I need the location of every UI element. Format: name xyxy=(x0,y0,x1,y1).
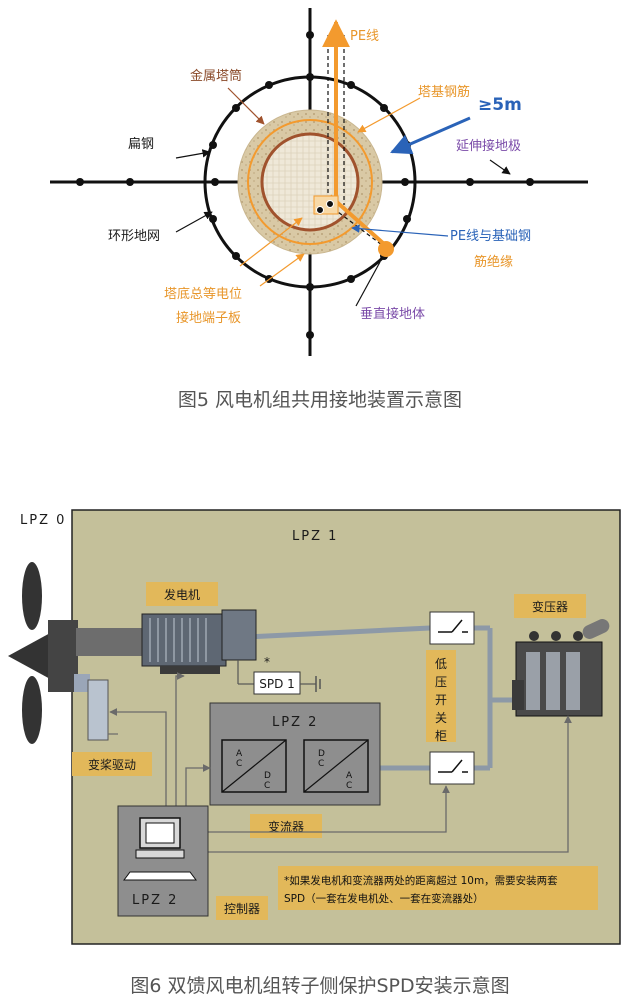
label-transformer: 变压器 xyxy=(532,599,568,614)
svg-text:C: C xyxy=(236,759,242,769)
label-pe-insulation-2: 筋绝缘 xyxy=(474,254,513,270)
converter-label-box xyxy=(250,814,322,838)
foundation-rebar-ring xyxy=(247,119,373,245)
label-converter: 变流器 xyxy=(268,819,304,834)
svg-text:A: A xyxy=(236,749,243,759)
pe-insulation-dashed xyxy=(321,199,387,249)
label-generator: 发电机 xyxy=(164,587,200,602)
vertical-electrode-dot xyxy=(378,241,394,257)
label-terminal-2: 接地端子板 xyxy=(176,310,241,326)
svg-text:压: 压 xyxy=(435,675,447,689)
svg-text:低: 低 xyxy=(435,657,447,671)
svg-text:关: 关 xyxy=(435,711,447,725)
label-distance: ≥5m xyxy=(478,95,522,115)
zone-lpz2-converter: LPZ 2 xyxy=(272,715,318,730)
spd1-box[interactable] xyxy=(253,671,301,695)
note-line-1: *如果发电机和变流器两处的距离超过 10m，需要安装两套 xyxy=(284,874,558,887)
zone-lpz2-controller: LPZ 2 xyxy=(132,893,178,908)
figure6-spd-diagram: LPZ 0 LPZ 1 xyxy=(8,509,621,997)
svg-text:C: C xyxy=(318,759,324,769)
svg-text:C: C xyxy=(264,781,270,791)
lv-switchgear-label-box xyxy=(426,650,456,742)
svg-text:A: A xyxy=(346,771,353,781)
label-pitch-drive: 变桨驱动 xyxy=(88,757,136,772)
label-lv-switchgear: 低 压 开 关 柜 xyxy=(435,657,447,743)
generator xyxy=(141,609,257,674)
label-pe-line: PE线 xyxy=(350,29,379,44)
svg-text:开: 开 xyxy=(435,693,447,707)
zone-lpz1: LPZ 1 xyxy=(292,529,338,544)
transformer xyxy=(512,619,610,717)
converter-module-dc-ac: DC AC xyxy=(303,739,369,793)
label-foundation-rebar: 塔基钢筋 xyxy=(418,84,470,100)
label-vertical-electrode: 垂直接地体 xyxy=(360,306,425,322)
label-terminal-1: 塔底总等电位 xyxy=(164,286,242,302)
label-spd1: SPD 1 xyxy=(259,677,295,691)
svg-text:D: D xyxy=(318,749,325,759)
label-ring-grid: 环形地网 xyxy=(108,229,160,244)
figure6-caption: 图6 双馈风电机组转子侧保护SPD安装示意图 xyxy=(130,975,509,997)
svg-text:柜: 柜 xyxy=(435,729,447,743)
label-spd-star: * xyxy=(264,655,270,669)
svg-text:D: D xyxy=(264,771,271,781)
zone-lpz0: LPZ 0 xyxy=(20,513,66,528)
computer-icon xyxy=(123,817,197,881)
converter-module-ac-dc: AC DC xyxy=(221,739,287,793)
note-line-2: SPD（一套在发电机处、一套在变流器处） xyxy=(284,892,484,905)
label-pe-insulation-1: PE线与基础钢 xyxy=(450,229,531,244)
pitch-drive-unit xyxy=(87,679,109,741)
figure5-caption: 图5 风电机组共用接地装置示意图 xyxy=(178,389,462,411)
lv-switch-lower[interactable] xyxy=(429,751,475,785)
label-controller: 控制器 xyxy=(224,902,260,916)
pe-to-electrode xyxy=(328,194,386,246)
figure5-grounding-diagram: PE线 金属塔筒 塔基钢筋 ≥5m 扁钢 延伸接地极 环形地网 PE线与基础钢 … xyxy=(50,8,588,411)
pitch-drive-label-box xyxy=(72,752,152,776)
generator-label-box xyxy=(146,582,218,606)
transformer-label-box xyxy=(514,594,586,618)
label-flat-steel: 扁钢 xyxy=(128,137,154,152)
label-metal-tower: 金属塔筒 xyxy=(190,68,242,84)
lv-switch-upper[interactable] xyxy=(429,611,475,645)
distance-arrow xyxy=(390,116,471,155)
note-box xyxy=(278,866,598,910)
label-extended-electrode: 延伸接地极 xyxy=(456,138,521,154)
svg-text:C: C xyxy=(346,781,352,791)
controller-label-box xyxy=(216,896,268,920)
wind-turbine-rotor xyxy=(8,562,146,744)
